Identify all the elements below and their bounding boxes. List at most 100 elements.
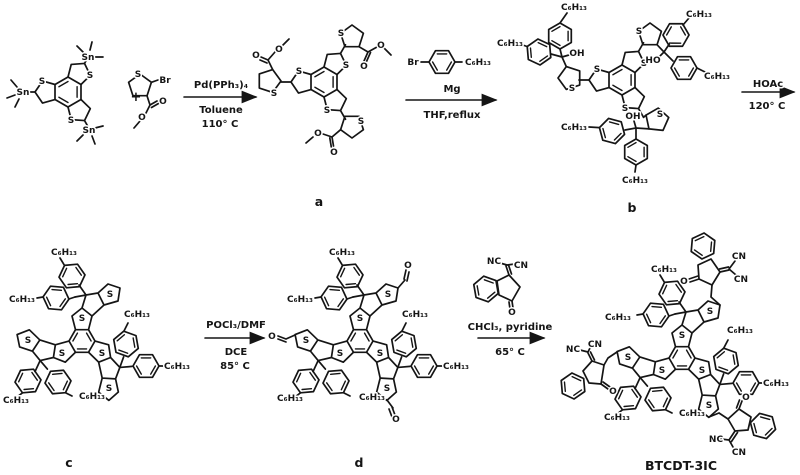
hexylphenyl-ring [732,370,760,396]
temperature-label: 120° C [749,101,786,112]
sulfur-label: S [706,401,712,411]
hexyl-label: C₆H₁₃ [9,295,35,305]
nitrile-label: CN [732,252,746,262]
solvent-label: Toluene [199,105,243,116]
hexyl-label: C₆H₁₃ [622,176,648,186]
bond-lines [616,274,767,415]
tin-label: Sn [82,53,95,63]
sulfur-label: S [107,290,113,300]
hexyl-label: C₆H₁₃ [329,248,355,258]
sulfur-label: S [39,77,45,87]
hexyl-label: C₆H₁₃ [465,58,491,68]
oxygen-label: O [377,41,385,51]
sulfur-label: S [657,110,663,120]
sulfur-label: S [385,290,391,300]
hexyl-label: C₆H₁₃ [561,123,587,133]
catalyst-label: Pd(PPh₃)₄ [194,80,248,91]
hexylphenyl-ring [641,301,671,329]
hexyl-label: C₆H₁₃ [763,379,789,389]
oxygen-label: O [159,97,167,107]
reaction-arrow-5: NC CN O CHCl₃, pyridine 65° C [466,256,554,360]
hexyl-label: C₆H₁₃ [287,295,313,305]
catalyst-label: Mg [443,84,460,95]
compound-label-c: c [65,455,72,470]
ic-end-group-bottom: O NC CN [707,392,780,460]
hexyl-label: C₆H₁₃ [704,72,730,82]
hexylphenyl-ring [111,328,141,360]
hexyl-label: C₆H₁₃ [727,326,753,336]
hexylphenyl-ring [711,345,741,377]
hexyl-label: C₆H₁₃ [402,310,428,320]
sulfur-label: S [25,336,31,346]
hexylphenyl-ring [610,380,646,416]
oxygen-label: O [314,129,322,139]
structure-stannyl-btt: S S S Sn Sn Sn [6,35,123,145]
bond-lines [720,399,743,448]
solvent-label: CHCl₃, pyridine [468,322,553,333]
oxygen-label: O [252,51,260,61]
catalyst-label: POCl₃/DMF [206,320,266,331]
oxygen-label: O [138,113,146,123]
sulfur-label: S [337,349,343,359]
structure-hexylbromobenzene: Br C₆H₁₃ [406,49,493,75]
sulfur-label: S [99,349,105,359]
hexylphenyl-ring [132,353,160,379]
hydroxyl-label: OH [569,49,584,59]
hexylphenyl-ring [547,22,573,50]
vinyl-bonds [603,351,618,366]
sulfur-label: S [384,384,390,394]
oxygen-label: O [680,277,688,287]
hexyl-label: C₆H₁₃ [79,392,105,402]
bond-lines [688,260,737,283]
hexyl-label: C₆H₁₃ [651,265,677,275]
sulfur-label: S [343,61,349,71]
structure-btcdt-3ic: O CN CN NC CN O O NC CN S S S S S S [555,229,791,475]
benzene-ring [469,273,503,305]
bond-lines [133,79,160,129]
sulfur-label: S [68,116,74,126]
hexyl-label: C₆H₁₃ [605,313,631,323]
ic-end-group-top: O CN CN [679,229,750,306]
temperature-label: 110° C [202,119,239,130]
bromine-label: Br [407,58,419,68]
temperature-label: 65° C [495,347,525,358]
oxygen-label: O [360,62,368,72]
nitrile-label: CN [588,340,602,350]
structure-compound-d: S S S S S S O O O C₆H₁₃ C₆H₁₃ C₆H₁₃ C₆H₁… [267,247,471,472]
bond-lines [499,262,516,310]
hexylphenyl-ring [623,138,649,166]
sulfur-label: S [338,29,344,39]
indanone-ring [727,408,752,432]
sulfur-label: S [106,384,112,394]
hexylphenyl-ring [332,258,368,294]
oxygen-label: O [404,261,412,271]
sulfur-label: S [87,71,93,81]
reaction-arrow-1: Pd(PPh₃)₄ Toluene 110° C [183,79,258,132]
sulfur-label: S [625,353,631,363]
benzene-ring [428,49,456,75]
hexylphenyl-ring [10,363,46,399]
temperature-label: 85° C [220,361,250,372]
bromine-label: Br [159,76,171,86]
sulfur-label: S [377,349,383,359]
fused-core-rings [614,301,737,419]
ic-end-group-left: NC CN O [555,339,619,403]
structure-compound-a: S S S S S S O O O O O O a [251,24,392,211]
oxygen-label: O [268,332,276,342]
benzene-ring [685,229,721,263]
tin-label: Sn [17,88,30,98]
hexylphenyl-ring [288,363,324,399]
hexyl-label: C₆H₁₃ [497,39,523,49]
sulfur-label: S [659,366,665,376]
hexyl-label: C₆H₁₃ [3,396,29,406]
sulfur-label: S [271,89,277,99]
hexyl-label: C₆H₁₃ [124,310,150,320]
vinyl-bonds [708,412,729,420]
sulfur-label: S [641,59,647,69]
nitrile-label: CN [514,261,528,271]
tin-label: Sn [83,126,96,136]
catalyst-label: HOAc [753,79,783,90]
hexyl-label: C₆H₁₃ [686,10,712,20]
hexylphenyl-ring [670,55,698,81]
